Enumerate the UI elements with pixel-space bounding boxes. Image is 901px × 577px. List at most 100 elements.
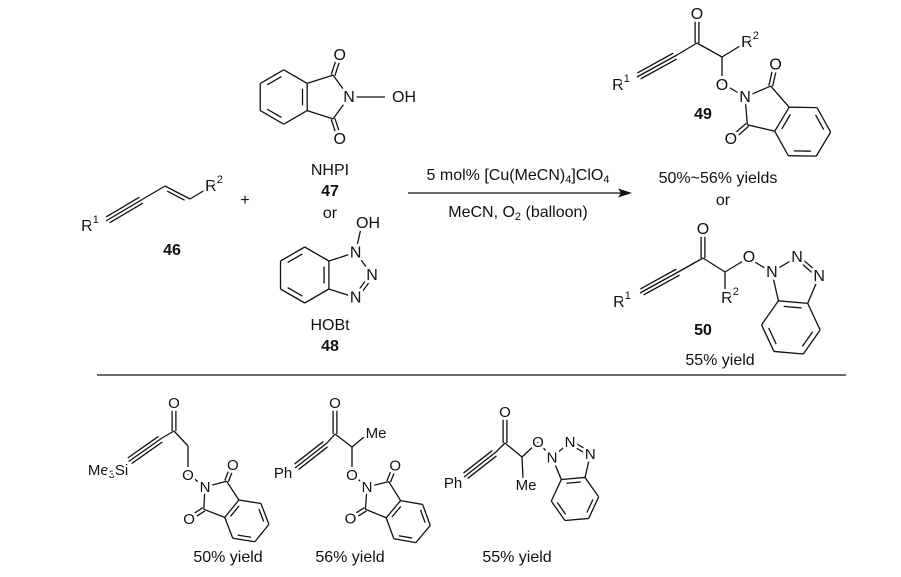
bond [334, 433, 353, 448]
trimethylsilyl-label-part: 3 [109, 469, 115, 481]
double-bond [731, 125, 750, 142]
nitrogen-label-part: N [585, 446, 596, 463]
hydroxyl-label: OH [392, 89, 416, 106]
nitrogen-label: N [366, 267, 378, 284]
bond [744, 96, 749, 125]
r1-substituent-part: 1 [625, 290, 631, 302]
double-bond [795, 257, 819, 279]
bond [366, 480, 389, 488]
double-bond [389, 465, 398, 483]
ring-double-bond [556, 502, 567, 515]
ring-double-bond [801, 331, 814, 347]
oxygen-label-part: O [691, 6, 703, 23]
oxygen-label: O [333, 46, 345, 63]
r1-substituent-part: R [81, 218, 93, 235]
ring-bond [550, 500, 566, 521]
plus-sign-part: + [240, 192, 249, 209]
triple-bond [105, 196, 140, 218]
nitrogen-label: N [200, 479, 211, 496]
hydroxyl-label-part: OH [392, 89, 416, 106]
ring-bond [561, 476, 586, 481]
bond [388, 481, 402, 501]
double-bond [353, 273, 371, 297]
bond [747, 124, 775, 132]
hydroxyl-label-part: OH [356, 215, 380, 232]
ring-bond [815, 131, 832, 157]
nitrogen-label: N [766, 264, 778, 281]
triple-bond [294, 442, 328, 469]
nitrogen-label-part: N [350, 289, 362, 306]
double-bond [224, 463, 232, 481]
oxygen-label-part: O [743, 249, 755, 266]
nitrogen-label-part: N [813, 268, 825, 285]
triple-bond [640, 58, 677, 80]
nitrogen-label: N [343, 89, 355, 106]
ring-double-bond [781, 114, 792, 130]
nitrogen-label: N [565, 434, 576, 451]
double-bond [166, 190, 185, 201]
compound-number-50-part: 50 [694, 322, 712, 339]
triple-bond [127, 435, 159, 459]
bond [537, 441, 553, 458]
or-label-part: or [323, 205, 338, 222]
bond [351, 473, 368, 488]
nitrogen-label: N [362, 479, 373, 496]
bond [676, 42, 698, 56]
ring-bond [761, 300, 779, 326]
nitrogen-label-part: N [350, 244, 362, 261]
bond [584, 454, 591, 478]
bond [354, 227, 362, 253]
yield-49-part: 50%~56% yields [659, 170, 778, 187]
compound-number-49: 49 [694, 106, 712, 123]
double-bond [187, 507, 204, 518]
oxygen-label-part: O [769, 56, 781, 73]
ring-bond [422, 504, 431, 526]
double-bond [334, 55, 343, 76]
triple-bond [640, 268, 677, 290]
ring-bond [774, 130, 789, 156]
bond [551, 457, 562, 480]
conditions-catalyst: 5 mol% [Cu(MeCN)4]ClO4 [427, 167, 610, 187]
oxygen-label: O [329, 395, 341, 412]
oxygen-label-part: O [333, 131, 345, 148]
bond [328, 251, 356, 262]
yield-50: 55% yield [685, 352, 754, 369]
ring-bond [238, 499, 262, 505]
bond [747, 257, 773, 273]
oxygen-label-part: O [227, 456, 239, 473]
oxygen-label: O [345, 510, 357, 527]
r2-substituent-part: R [741, 34, 753, 51]
ring-bond [778, 300, 808, 305]
example-yield-3: 55% yield [482, 549, 551, 566]
double-bond [189, 510, 206, 522]
r1-substituent-part: 1 [624, 73, 630, 85]
ring-double-bond [287, 286, 303, 297]
r1-substituent: R1 [613, 290, 631, 311]
bond [365, 508, 387, 519]
nitrogen-label: N [547, 449, 558, 466]
r2-substituent-part: R [205, 178, 217, 195]
ring-bond [232, 537, 255, 543]
double-bond [729, 122, 747, 139]
double-bond [386, 464, 395, 482]
triple-bond [639, 270, 681, 294]
bond [551, 441, 571, 459]
conditions-catalyst-part: 5 mol% [Cu(MeCN) [427, 167, 566, 184]
ring-bond [280, 246, 306, 262]
triple-bond [637, 52, 674, 74]
bond [173, 430, 189, 447]
methyl-label: Me [516, 477, 537, 494]
ring-bond [773, 350, 804, 355]
nitrogen-label-part: N [565, 434, 576, 451]
conditions-solvent-part: MeCN, O [448, 204, 515, 221]
conditions-catalyst-part: 4 [565, 174, 571, 186]
compound-number-48-part: 48 [321, 338, 339, 355]
nitrogen-label: N [585, 446, 596, 463]
triple-bond [643, 274, 680, 296]
nitrogen-label: N [791, 249, 803, 266]
ring-bond [385, 517, 395, 539]
bond [332, 96, 350, 120]
ring-bond [760, 324, 775, 352]
compound-number-46-part: 46 [163, 242, 181, 259]
nitrogen-label-part: N [200, 479, 211, 496]
